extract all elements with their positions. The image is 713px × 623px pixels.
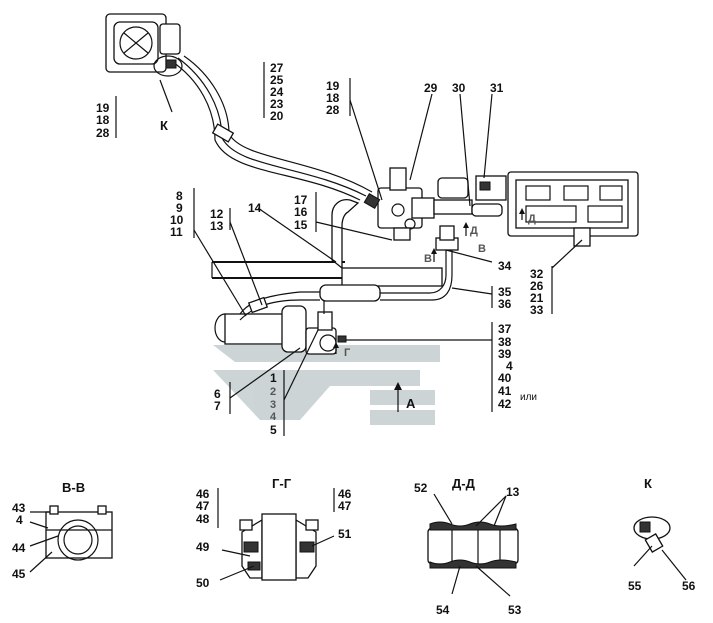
callout-43: 43: [12, 501, 26, 515]
leader-lines: [115, 62, 583, 436]
callout-12: 12: [210, 207, 224, 221]
callout-53: 53: [508, 603, 522, 617]
view-label-v-v: В-В: [62, 480, 85, 495]
callout-2: 2: [270, 386, 276, 398]
callout-4c: 4: [16, 513, 23, 527]
callout-52: 52: [414, 481, 428, 495]
callout-32: 32: [530, 267, 544, 281]
detail-v-v: В-В 43 4 44 45: [12, 480, 113, 581]
callout-46b: 46: [338, 487, 352, 501]
callout-40: 40: [498, 371, 512, 385]
callout-54: 54: [436, 603, 450, 617]
callout-16: 16: [294, 205, 308, 219]
callout-24: 24: [270, 85, 284, 99]
callout-20: 20: [270, 109, 284, 123]
callout-33: 33: [530, 303, 544, 317]
callout-55: 55: [628, 579, 642, 593]
callout-14: 14: [248, 201, 262, 215]
callout-ili: или: [520, 392, 537, 403]
callout-31: 31: [490, 81, 504, 95]
view-label-k-detail: К: [644, 476, 652, 491]
callout-19b: 19: [326, 79, 340, 93]
callout-56: 56: [682, 579, 696, 593]
callout-28b: 28: [326, 103, 340, 117]
callout-9: 9: [176, 201, 183, 215]
callout-25: 25: [270, 73, 284, 87]
callout-48: 48: [196, 512, 210, 526]
callout-41: 41: [498, 384, 512, 398]
callout-21: 21: [530, 291, 544, 305]
view-label-k-main: К: [160, 118, 168, 133]
callout-23: 23: [270, 97, 284, 111]
callout-26: 26: [530, 279, 544, 293]
callout-4a: 4: [270, 411, 277, 423]
callout-15: 15: [294, 218, 308, 232]
callout-44: 44: [12, 541, 26, 555]
callout-7: 7: [214, 399, 221, 413]
view-arrow-g: Г: [344, 347, 351, 359]
callout-19a: 19: [96, 101, 110, 115]
callout-47b: 47: [338, 499, 352, 513]
callout-36: 36: [498, 297, 512, 311]
section-arrows: А Д Д В В Г: [333, 208, 536, 412]
watermark-logo: [213, 345, 440, 425]
callout-42: 42: [498, 397, 512, 411]
callout-13: 13: [210, 219, 224, 233]
callout-50: 50: [196, 576, 210, 590]
callout-30: 30: [452, 81, 466, 95]
callout-18a: 18: [96, 113, 110, 127]
view-arrow-a: А: [406, 396, 416, 411]
main-assembly: [105, 13, 639, 355]
callout-39: 39: [498, 347, 512, 361]
view-arrow-d-box: Д: [528, 213, 536, 225]
callout-17: 17: [294, 193, 308, 207]
view-label-d-d: Д-Д: [452, 476, 476, 491]
view-arrow-d: Д: [470, 225, 478, 237]
callout-46a: 46: [196, 487, 210, 501]
callout-18b: 18: [326, 91, 340, 105]
callout-13b: 13: [506, 485, 520, 499]
callout-47a: 47: [196, 499, 210, 513]
callout-34: 34: [498, 259, 512, 273]
callout-11: 11: [170, 225, 183, 239]
callout-1: 1: [270, 371, 277, 385]
callout-49: 49: [196, 540, 210, 554]
callout-10: 10: [170, 213, 184, 227]
callout-8: 8: [176, 189, 183, 203]
callout-3: 3: [270, 399, 276, 411]
callout-38: 38: [498, 335, 512, 349]
callout-29: 29: [424, 81, 438, 95]
callout-28a: 28: [96, 126, 110, 140]
callout-4b: 4: [506, 359, 513, 373]
callout-37: 37: [498, 322, 512, 336]
callout-27: 27: [270, 61, 284, 75]
detail-d-d: Д-Д 52 13 54 53: [414, 476, 522, 617]
view-label-g-g: Г-Г: [272, 476, 292, 491]
callout-51: 51: [338, 527, 352, 541]
view-arrow-v2: В: [424, 253, 432, 265]
callout-45: 45: [12, 567, 26, 581]
callout-5: 5: [270, 423, 277, 437]
callout-35: 35: [498, 285, 512, 299]
callout-6: 6: [214, 387, 221, 401]
callout-labels: 27 25 24 23 20 19 18 28 К 19 18 28 29 30…: [96, 61, 544, 437]
detail-g-g: Г-Г 46 47 48 49 50 46 47 51: [196, 476, 352, 590]
view-arrow-v1: В: [478, 243, 486, 255]
detail-k: К 55 56: [628, 476, 696, 593]
